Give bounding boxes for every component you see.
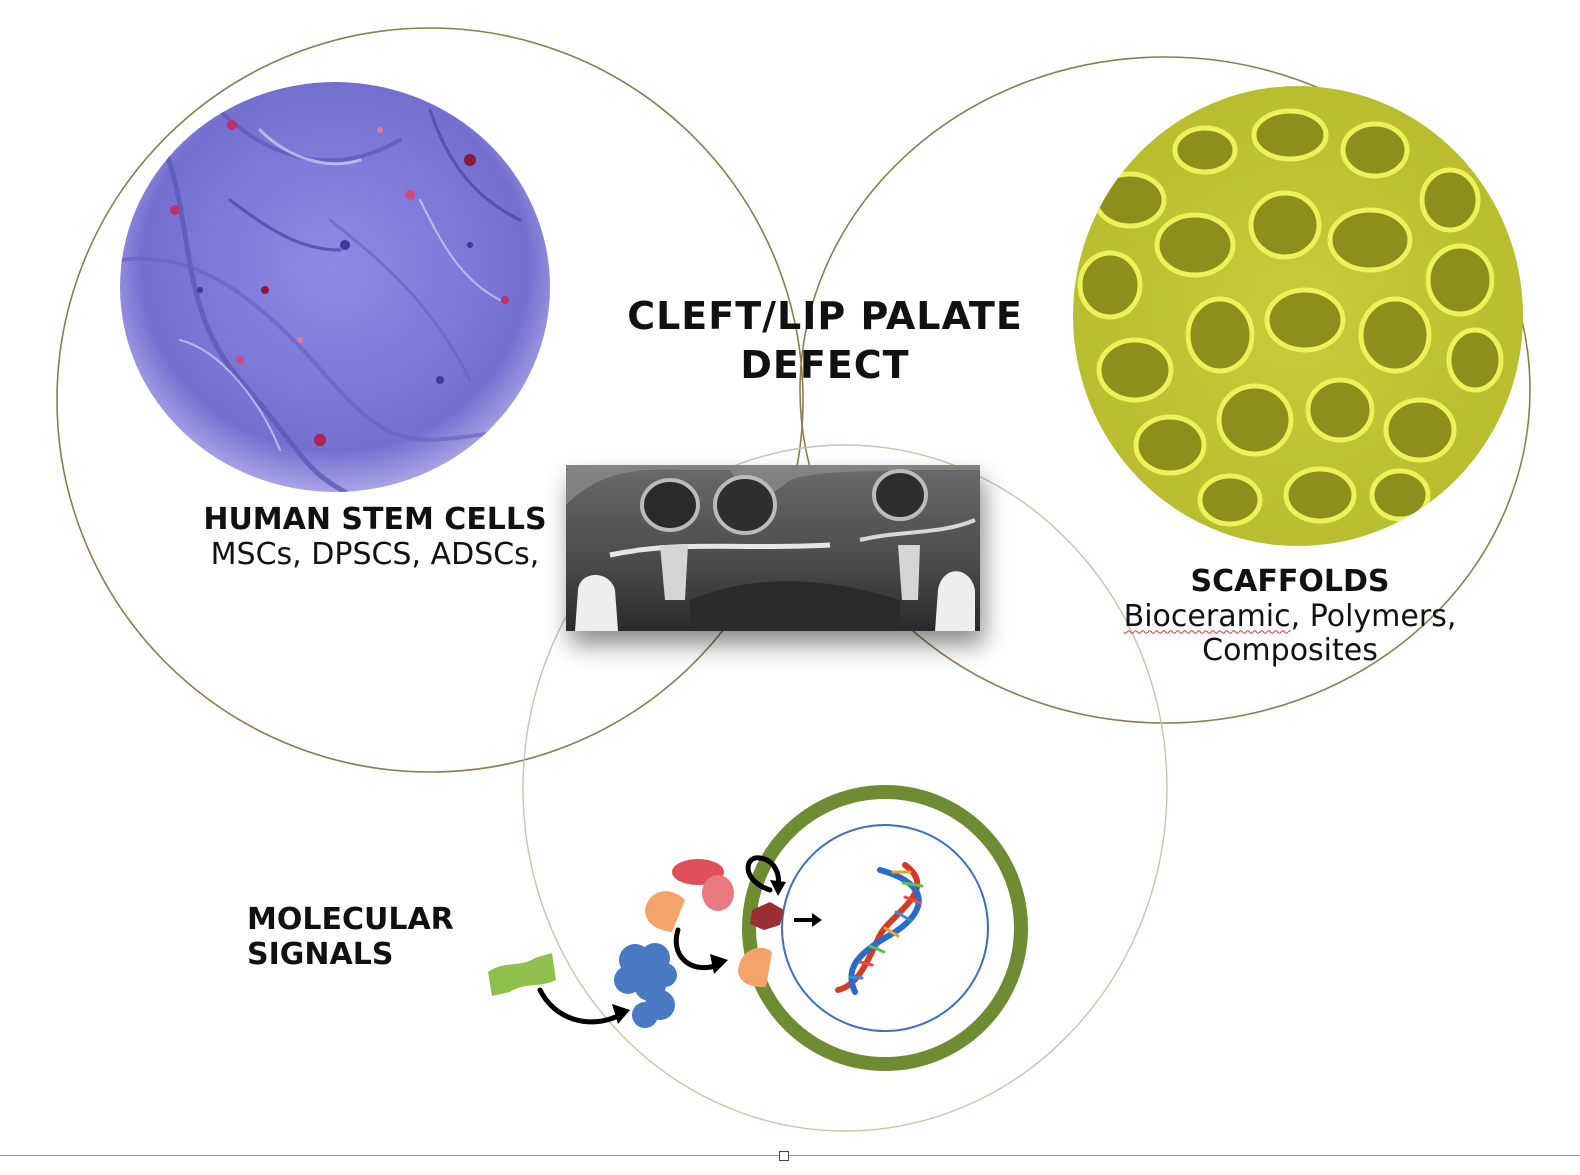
receptor-blue-icon: [614, 943, 677, 1028]
scaffolds-detail-line-1: Bioceramic, Polymers,: [1100, 598, 1480, 635]
scaffolds-word-bioceramic: Bioceramic: [1123, 598, 1291, 634]
stem-cells-label: HUMAN STEM CELLS MSCs, DPSCS, ADSCs,: [190, 502, 560, 572]
signal-arrow-icon: [537, 987, 623, 1025]
nucleus-icon: [781, 824, 989, 1032]
receptor-orange-icon: [738, 947, 772, 988]
stem-cell-micrograph: [120, 82, 550, 492]
stem-cells-detail: MSCs, DPSCS, ADSCs,: [210, 536, 540, 572]
receptor-maroon-icon: [750, 902, 784, 930]
molecular-line-2: SIGNALS: [247, 936, 394, 972]
scaffolds-label: SCAFFOLDS Bioceramic, Polymers, Composit…: [1100, 564, 1480, 669]
signal-arrow-icon: [710, 954, 728, 974]
stem-cells-circle: [56, 27, 804, 773]
title-line-1: CLEFT/LIP PALATE: [627, 294, 1023, 338]
molecular-signals-label: MOLECULAR SIGNALS: [247, 902, 454, 972]
molecular-line-1: MOLECULAR: [247, 902, 454, 937]
diagram-title: CLEFT/LIP PALATE DEFECT: [610, 292, 1040, 391]
selection-handle[interactable]: [779, 1151, 789, 1161]
ligand-red-icon: [672, 859, 734, 911]
page-guide-line: [0, 1155, 1580, 1156]
stem-cells-heading: HUMAN STEM CELLS: [203, 502, 547, 537]
signal-arrow-icon: [745, 855, 781, 893]
scaffolds-heading: SCAFFOLDS: [1190, 564, 1390, 599]
scaffolds-detail-line-2: Composites: [1202, 633, 1378, 668]
signal-arrow-icon: [612, 1004, 630, 1024]
signal-arrow-icon: [770, 880, 786, 896]
scaffolds-circle: [799, 56, 1531, 724]
cell-membrane-icon: [742, 785, 1028, 1071]
signal-arrow-icon: [794, 913, 822, 927]
molecular-signals-circle: [522, 444, 1168, 1132]
signal-arrow-icon: [673, 927, 721, 971]
scaffolds-detail-rest: , Polymers,: [1290, 598, 1457, 634]
dna-helix-icon: [835, 862, 924, 995]
ligand-orange-icon: [645, 891, 685, 932]
scaffold-micrograph: [1073, 86, 1523, 546]
cleft-palate-ct-scan: [566, 465, 980, 631]
growth-factor-green-icon: [488, 953, 556, 996]
title-line-2: DEFECT: [740, 343, 910, 388]
